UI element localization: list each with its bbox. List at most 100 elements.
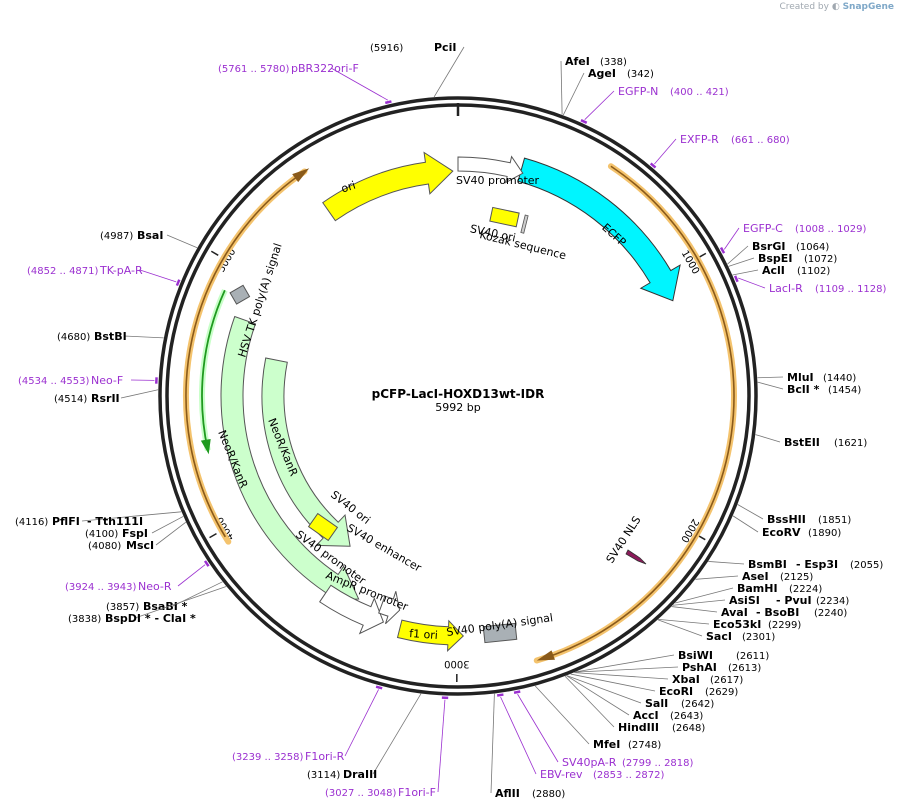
sv40-enhancer-label: SV40 enhancer [345,521,424,574]
primer-mark [375,685,383,690]
sv40-polya-feature [482,622,518,644]
enzyme-coord: (2642) [681,699,714,710]
primer-name: F1ori-F [398,786,436,799]
kozak-feature [520,214,529,234]
primer-coord: (1109 .. 1128) [815,284,887,295]
enzyme-coord: (2299) [768,620,801,631]
primer-leader-line [139,269,177,283]
primer-sites: pBR322ori-F(5761 .. 5780)EGFP-N(400 .. 4… [18,62,887,799]
primer-mark [203,560,210,567]
enzyme-coord: (2748) [628,740,661,751]
enzyme-leader-line [672,599,726,606]
enzyme-name: BstEII [784,436,820,449]
enzyme-name: AfeI [565,55,590,68]
primer-mark [733,275,739,283]
enzyme-coord: (2240) [814,608,847,619]
enzyme-coord: (4680) [57,332,90,343]
enzyme-sites: PciI(5916)AfeI(338)AgeI(342)BsrGI(1064)B… [15,41,883,800]
enzyme-name: BstBI [94,330,127,343]
enzyme-name: RsrII [91,392,120,405]
enzyme-leader-line [372,693,422,775]
enzyme-leader-line [134,586,227,619]
enzyme-coord: (2613) [728,663,761,674]
enzyme-name: AvaI [721,606,748,619]
neo-orf-line [185,170,305,538]
primer-name: EXFP-R [680,133,719,146]
primer-coord: (3924 .. 3943) [65,582,137,593]
enzyme-name: AflII [495,787,520,800]
enzyme-name: FspI [122,527,148,540]
enzyme-name: MluI [787,371,814,384]
enzyme-coord: (5916) [370,43,403,54]
primer-coord: (400 .. 421) [670,87,729,98]
primer-coord: (2799 .. 2818) [622,758,694,769]
enzyme-leader-line [433,46,465,98]
enzyme-name: EcoRI [659,685,693,698]
primer-coord: (3239 .. 3258) [232,752,304,763]
enzyme-leader-line [566,675,630,716]
primer-name: F1ori-R [305,750,345,763]
credit-brand: SnapGene [842,2,894,12]
enzyme-coord: (1102) [797,266,830,277]
laci-orf-line [542,165,735,660]
primer-name: EBV-rev [540,768,583,781]
enzyme-leader-line [575,666,679,673]
enzyme-coord: (2125) [780,572,813,583]
enzyme-leader-line [658,618,710,625]
enzyme-name: Eco53kI [713,618,761,631]
enzyme-leader-line [575,654,675,673]
primer-coord: (4852 .. 4871) [27,266,99,277]
primer-coord: (1008 .. 1029) [795,224,867,235]
enzyme-coord: (4080) [88,541,121,552]
enzyme-name: - BsoBI [756,606,799,619]
enzyme-coord: (3857) [106,602,139,613]
sv40-promoter-top-label: SV40 promoter [456,174,540,187]
primer-leader-line [517,693,559,763]
enzyme-name: PflFI [52,515,80,528]
enzyme-name: AsiSI [729,594,760,607]
credit-prefix: Created by [779,2,829,12]
enzyme-coord: (2234) [816,596,849,607]
enzyme-name: DraIII [343,768,377,781]
enzyme-coord: (2224) [789,584,822,595]
plasmid-name: pCFP-LacI-HOXD13wt-IDR [372,387,545,401]
ori-feature [322,151,454,222]
enzyme-coord: (3838) [68,614,101,625]
enzyme-leader-line [657,619,703,637]
sv40-promoter-lower-feature [319,584,385,635]
primer-name: SV40pA-R [562,756,617,769]
primer-leader-line [177,564,206,587]
primer-name: EGFP-C [743,222,783,235]
primer-mark [580,119,588,124]
enzyme-leader-line [123,335,164,339]
enzyme-name: BsaI [137,229,163,242]
enzyme-leader-line [151,516,184,534]
f1-ori-label: f1 ori [409,627,439,642]
primer-mark [513,690,521,694]
enzyme-coord: (2643) [670,711,703,722]
scale-tick-5000 [210,250,219,256]
enzyme-name: BsmBI [748,558,787,571]
enzyme-name: BsiWI [678,649,713,662]
neor-inner-feature [261,357,351,547]
primer-leader-line [437,699,446,793]
enzyme-name: - PvuI [776,594,812,607]
primer-name: Neo-R [138,580,172,593]
enzyme-leader-line [757,376,784,379]
enzyme-coord: (2880) [532,789,565,800]
primer-leader-line [723,227,740,250]
primer-name: pBR322ori-F [291,62,359,75]
primer-coord: (5761 .. 5780) [218,64,290,75]
enzyme-name: AseI [742,570,769,583]
enzyme-name: BclI * [787,383,820,396]
enzyme-name: - Esp3I [796,558,838,571]
enzyme-name: SacI [706,630,732,643]
sv40-ori-lower-feature [307,512,339,542]
enzyme-name: AgeI [588,67,616,80]
scale-tick-label: 3000 [444,658,469,669]
enzyme-leader-line [574,672,669,680]
primer-leader-line [330,67,389,101]
enzyme-coord: (3114) [307,770,340,781]
enzyme-coord: (4100) [85,529,118,540]
snapgene-logo-icon: ◐ [831,2,840,12]
